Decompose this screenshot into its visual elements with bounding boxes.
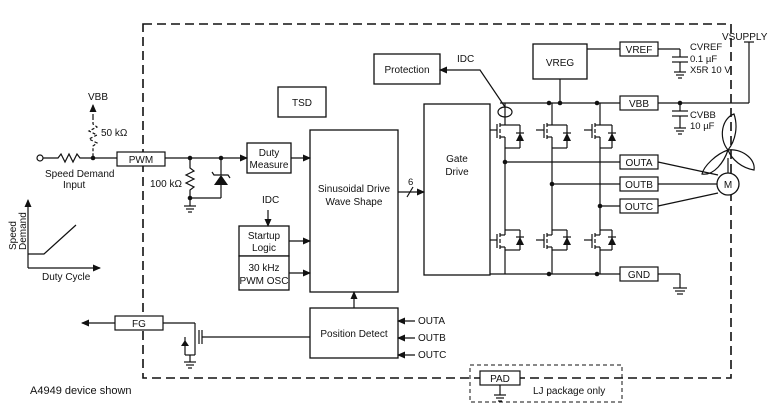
- fg-output: FG: [81, 315, 310, 369]
- ic-boundary: [142, 23, 732, 379]
- position-detect-inputs: OUTA OUTB OUTC: [397, 316, 446, 361]
- speed-demand-graph: Speed Demand Duty Cycle: [8, 199, 101, 283]
- vreg-label: VREG: [546, 58, 575, 69]
- zener-diode-icon: [214, 175, 228, 185]
- pullup-resistor: [87, 117, 99, 158]
- vbb-input-label: VBB: [88, 92, 108, 103]
- tsd-block: [277, 86, 327, 118]
- pin-gnd-label: GND: [628, 270, 650, 281]
- position-detect-label: Position Detect: [320, 329, 387, 340]
- fan-blade-icon: [721, 113, 737, 151]
- pwm-osc-label-2: PWM OSC: [240, 276, 289, 287]
- output-pins: VREF VBB OUTA OUTB OUTC GND: [619, 41, 659, 282]
- input-resistor: [43, 152, 117, 164]
- cvbb-name: CVBB: [690, 110, 716, 121]
- cvref-capacitor: CVREF 0.1 µF X5R 10 V: [658, 42, 731, 79]
- cvref-value: 0.1 µF: [690, 54, 717, 65]
- graph-ylabel-2: Demand: [18, 212, 29, 250]
- gnd-symbol: [658, 273, 687, 295]
- pd-input-b: OUTB: [418, 333, 446, 344]
- r50k-label: 50 kΩ: [101, 128, 128, 139]
- pin-pwm-label: PWM: [129, 155, 153, 166]
- protection-label: Protection: [384, 65, 429, 76]
- pwm-osc-label-1: 30 kHz: [248, 263, 279, 274]
- idc-top-label: IDC: [457, 54, 474, 65]
- mosfet-upper-c: [584, 123, 616, 149]
- pulldown-resistor: [184, 158, 196, 206]
- device-note: A4949 device shown: [30, 385, 132, 397]
- position-detect-block: [309, 307, 399, 359]
- r100k-label: 100 kΩ: [150, 179, 182, 190]
- lj-package-label: LJ package only: [533, 386, 605, 397]
- startup-logic-label-2: Logic: [252, 243, 276, 254]
- pin-pwm: [116, 151, 166, 167]
- gate-drive-label-2: Drive: [445, 167, 469, 178]
- speed-curve: [28, 224, 77, 255]
- pin-outb-label: OUTB: [625, 180, 653, 191]
- idc-startup-label: IDC: [262, 195, 279, 206]
- cvbb-capacitor: CVBB 10 µF: [672, 100, 716, 135]
- sine-drive-label-1: Sinusoidal Drive: [318, 184, 391, 195]
- duty-measure-label-2: Measure: [250, 160, 289, 171]
- power-bridge: [490, 100, 620, 277]
- graph-ylabel-1: Speed: [8, 221, 19, 250]
- pin-vbb-label: VBB: [629, 99, 649, 110]
- sinusoidal-drive-block: [309, 129, 399, 293]
- cvref-rating: X5R 10 V: [690, 65, 731, 76]
- pin-outc-label: OUTC: [625, 202, 653, 213]
- graph-xlabel: Duty Cycle: [42, 272, 91, 283]
- pd-input-a: OUTA: [418, 316, 445, 327]
- gate-drive-block: [423, 103, 491, 276]
- startup-logic-label-1: Startup: [248, 231, 281, 242]
- duty-measure-label-1: Duty: [259, 148, 280, 159]
- pin-fg-label: FG: [132, 319, 146, 330]
- pd-input-c: OUTC: [418, 350, 446, 361]
- lj-package-region: [469, 364, 623, 403]
- pad-pin: PAD LJ package only: [479, 370, 605, 402]
- pin-pad-label: PAD: [490, 374, 510, 385]
- mosfet-lower-c: [584, 229, 616, 251]
- speed-demand-label-2: Input: [63, 180, 85, 191]
- cvbb-value: 10 µF: [690, 121, 715, 132]
- bus-width-label: 6: [408, 177, 413, 188]
- pin-vref-label: VREF: [626, 45, 653, 56]
- speed-demand-label-1: Speed Demand: [45, 169, 115, 180]
- pin-outa-label: OUTA: [625, 158, 652, 169]
- vsupply-label: VSUPPLY: [722, 32, 768, 43]
- input-network: VBB 50 kΩ Speed Demand Input PWM 100 kΩ: [36, 92, 248, 213]
- cvref-name: CVREF: [690, 42, 722, 53]
- mosfet-lower-a: [490, 229, 524, 251]
- speed-demand-terminal: [36, 154, 44, 162]
- mosfet-upper-b: [536, 123, 571, 149]
- tsd-label: TSD: [292, 98, 312, 109]
- motor: M: [657, 113, 755, 207]
- pwm-osc-block: [238, 255, 290, 291]
- gate-drive-label-1: Gate: [446, 154, 468, 165]
- sine-drive-label-2: Wave Shape: [326, 197, 383, 208]
- vsupply-rail: VSUPPLY: [658, 32, 768, 104]
- vreg-block: [532, 43, 588, 80]
- motor-label: M: [724, 180, 732, 191]
- duty-measure-block: [246, 142, 292, 174]
- mosfet-upper-a: [490, 123, 524, 149]
- mosfet-lower-b: [536, 229, 571, 251]
